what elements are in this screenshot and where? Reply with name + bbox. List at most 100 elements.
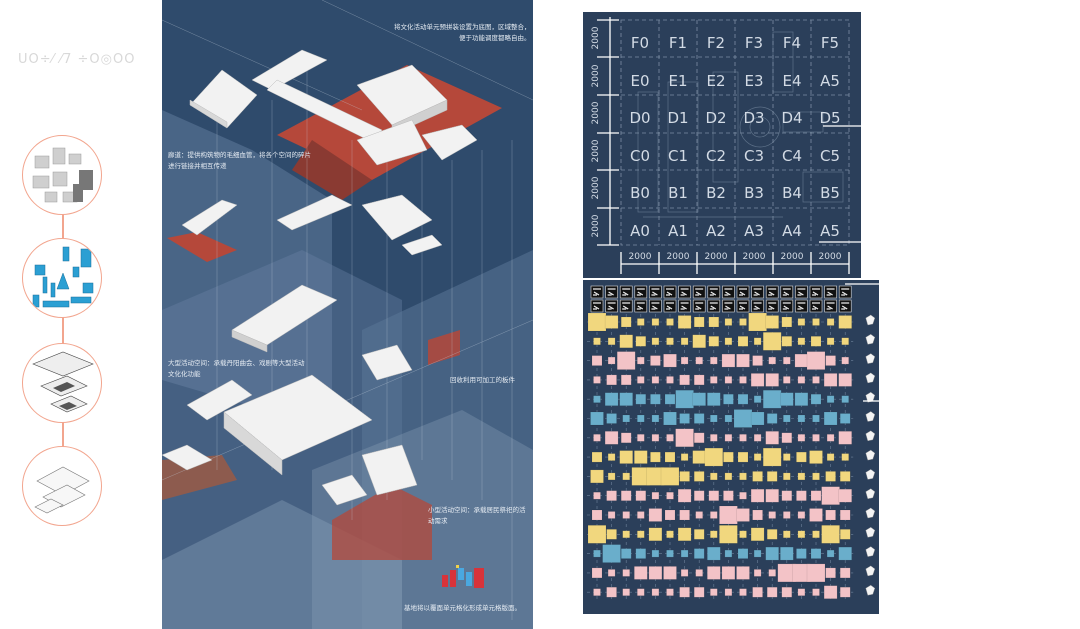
unit-shape-icon: [865, 372, 876, 384]
unit-cell-yellow: [781, 316, 793, 328]
grid-cell-label: C0: [629, 146, 651, 165]
grid-cell-label: F2: [706, 34, 726, 52]
unit-cell-pink: [794, 353, 809, 368]
grid-cell-label: B3: [744, 184, 764, 202]
unit-thumbnail: [590, 299, 604, 313]
unit-cell-pink: [695, 356, 703, 365]
unit-thumbnail-glyph: [753, 288, 762, 296]
unit-cell-pink: [710, 511, 718, 519]
unit-cell-yellow: [664, 451, 676, 463]
unit-cell-yellow: [724, 337, 733, 346]
unit-cell-pink: [693, 490, 705, 501]
grid-cell-label: A3: [744, 221, 764, 240]
unit-thumbnail-glyph: [607, 288, 616, 296]
unit-cell-yellow: [812, 472, 820, 481]
unit-cell-blue: [619, 392, 633, 406]
unit-cell-pink: [821, 486, 840, 505]
unit-cell-pink: [739, 376, 747, 384]
unit-cell-pink: [841, 356, 849, 365]
unit-cell-blue: [724, 414, 733, 423]
unit-cell-yellow: [839, 471, 851, 482]
unit-cell-pink: [677, 488, 692, 503]
annotation-small-space: 小型活动空间：承载居民祭祀的活 动需求: [428, 506, 526, 525]
unit-shape-icon: [865, 353, 876, 364]
unit-cell-pink: [591, 567, 603, 579]
unit-thumbnail-glyph: [666, 302, 674, 310]
unit-cell-yellow: [739, 318, 747, 326]
unit-cell-yellow: [622, 530, 630, 539]
grid-cell-label: C2: [705, 146, 727, 165]
grid-cell-label: F3: [744, 34, 764, 52]
unit-cell-pink: [753, 569, 762, 577]
unit-cell-pink: [781, 490, 793, 501]
unit-cell-blue: [766, 413, 778, 424]
unit-cell-pink: [663, 566, 677, 580]
grid-cell-label: F0: [630, 34, 650, 52]
unit-cell-pink: [637, 511, 645, 519]
unit-cell-pink: [675, 428, 694, 448]
unit-cell-yellow: [680, 453, 689, 461]
unit-cell-blue: [796, 548, 807, 559]
unit-cell-yellow: [841, 453, 849, 461]
unit-cell-yellow: [724, 318, 733, 326]
unit-cell-pink: [651, 376, 660, 384]
unit-cell-yellow: [622, 472, 630, 481]
unit-cell-blue: [663, 411, 677, 426]
unit-cell-yellow: [606, 529, 617, 540]
unit-shape-icon: [865, 546, 876, 557]
unit-thumbnail-glyph: [622, 288, 631, 296]
step-circle-grey-buildings: [22, 135, 102, 215]
unit-cell-pink: [634, 566, 648, 580]
unit-thumbnail: [619, 299, 633, 313]
unit-cell-pink: [724, 434, 733, 442]
unit-cell-pink: [637, 376, 645, 384]
unit-cell-pink: [812, 588, 820, 596]
unit-cell-yellow: [809, 450, 823, 464]
unit-cell-yellow: [762, 332, 782, 351]
unit-thumbnail-glyph: [826, 288, 835, 296]
unit-cell-pink: [663, 353, 677, 368]
unit-cell-pink: [739, 588, 747, 596]
unit-cell-yellow: [766, 529, 778, 540]
unit-thumbnail: [824, 285, 837, 299]
unit-cell-yellow: [604, 315, 619, 329]
unit-cell-yellow: [841, 337, 849, 346]
grid-cell-label: D1: [667, 109, 689, 127]
unit-cell-pink: [766, 586, 778, 598]
unit-cell-yellow: [651, 318, 660, 326]
unit-thumbnail: [765, 285, 779, 299]
unit-thumbnail: [838, 299, 852, 313]
unit-shape-icon: [865, 469, 876, 480]
unit-cell-pink: [591, 509, 603, 521]
unit-thumbnail-glyph: [724, 302, 733, 310]
unit-thumbnail: [780, 299, 794, 313]
blue-components-illustration: [32, 246, 94, 308]
unit-cell-pink: [781, 586, 793, 598]
unit-cell-pink: [797, 588, 806, 596]
step-circle-blue-components: [22, 238, 102, 318]
unit-cell-blue: [680, 549, 689, 558]
unit-cell-pink: [666, 434, 674, 442]
grid-cell-label: B5: [820, 184, 840, 202]
unit-cell-blue: [620, 548, 632, 559]
unit-cell-blue: [753, 395, 762, 403]
grid-cell-label: D0: [629, 109, 651, 127]
unit-cell-yellow: [839, 529, 851, 540]
unit-cell-yellow: [739, 530, 747, 539]
unit-cell-yellow: [797, 472, 806, 481]
unit-cell-pink: [680, 569, 689, 577]
unit-cell-pink: [838, 373, 852, 387]
unit-cell-pink: [750, 373, 765, 387]
grid-cell-label: B2: [706, 184, 726, 202]
unit-cell-pink: [765, 431, 779, 445]
grid-cell-label: E3: [744, 71, 764, 90]
unit-cell-blue: [794, 392, 809, 406]
unit-cell-yellow: [797, 318, 806, 326]
unit-thumbnail-glyph: [651, 288, 660, 296]
unit-thumbnail: [795, 299, 808, 313]
unit-thumbnail: [678, 285, 691, 299]
unit-thumbnail-glyph: [695, 288, 704, 296]
unit-cell-blue: [750, 411, 765, 426]
pixel-logo: [442, 565, 484, 588]
unit-cell-pink: [651, 434, 660, 442]
